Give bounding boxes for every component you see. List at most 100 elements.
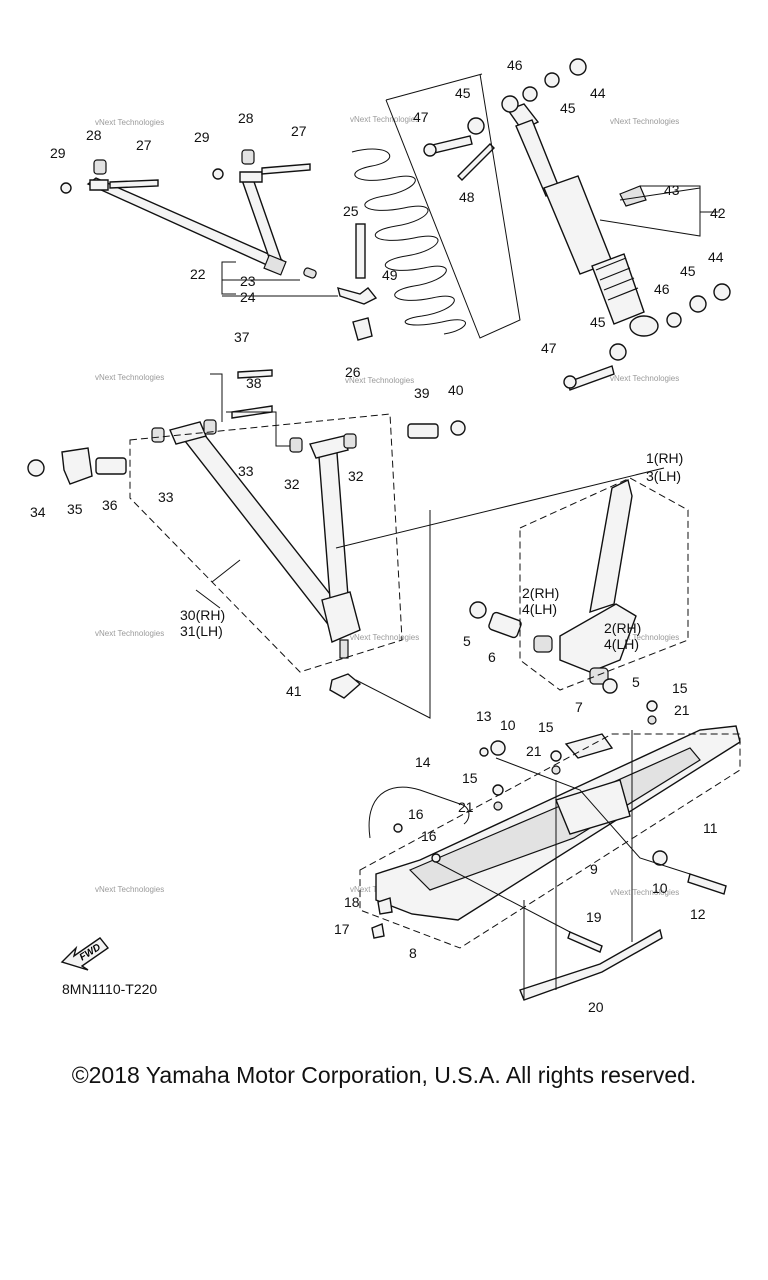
callout-20: 20 xyxy=(588,999,604,1015)
watermark-text: vNext Technologies xyxy=(95,373,164,382)
callout-29: 29 xyxy=(194,129,210,145)
callout-45: 45 xyxy=(680,263,696,279)
watermark-text: vNext Technologies xyxy=(95,629,164,638)
washer-21 xyxy=(493,801,503,811)
leader-42-43 xyxy=(599,185,720,237)
shock-spring-seat xyxy=(591,253,645,325)
upper-a-arm-assembly xyxy=(60,149,378,341)
saddle-cushion-7 xyxy=(564,733,614,759)
callout-44: 44 xyxy=(708,249,724,265)
nut-29 xyxy=(212,168,224,180)
callout-21: 21 xyxy=(674,702,690,718)
callout-4: 4(LH) xyxy=(522,601,557,617)
nut-40 xyxy=(450,420,466,436)
callout-23: 23 xyxy=(240,273,256,289)
fwd-arrow-icon xyxy=(60,937,110,971)
nut-15 xyxy=(646,700,658,712)
pin-48 xyxy=(457,143,495,181)
bolt-19 xyxy=(567,931,603,953)
screw-17 xyxy=(371,923,385,939)
leader-37-38 xyxy=(210,373,290,447)
collar-45 xyxy=(467,117,485,135)
callout-47: 47 xyxy=(541,340,557,356)
callout-10: 10 xyxy=(652,880,668,896)
callout-40: 40 xyxy=(448,382,464,398)
callout-15: 15 xyxy=(538,719,554,735)
nut-41 xyxy=(329,673,362,699)
ski-leader-lines xyxy=(435,730,691,1000)
ski-saddle-9 xyxy=(555,779,631,835)
ski-group-outline xyxy=(359,733,741,949)
bushing-32 xyxy=(289,437,303,453)
washer-5 xyxy=(602,678,618,694)
callout-11: 11 xyxy=(703,820,718,836)
callout-12: 12 xyxy=(690,906,706,922)
spindle-body xyxy=(559,603,637,673)
callout-7: 7 xyxy=(575,699,583,715)
callout-16: 16 xyxy=(421,828,437,844)
bolt-27 xyxy=(109,179,159,189)
callout-31: 31(LH) xyxy=(180,623,223,639)
shock-group-outline xyxy=(385,73,521,339)
bushing-2-4 xyxy=(533,635,553,653)
bushing-32 xyxy=(343,433,357,449)
callout-14: 14 xyxy=(415,754,431,770)
ski-loop-14 xyxy=(368,786,470,839)
spindle-leader-lines xyxy=(335,467,665,719)
callout-37: 37 xyxy=(234,329,250,345)
callout-10: 10 xyxy=(500,717,516,733)
leader-22-23-24 xyxy=(221,261,338,297)
washer-5 xyxy=(469,601,487,619)
lower-arm-spindle-mount xyxy=(321,591,361,643)
callout-25: 25 xyxy=(343,203,359,219)
nut-29 xyxy=(60,182,72,194)
shock-label-43 xyxy=(619,185,647,207)
washer-21 xyxy=(551,765,561,775)
callout-45: 45 xyxy=(560,100,576,116)
washer-10 xyxy=(652,850,668,866)
rod-end-24 xyxy=(337,287,378,305)
watermark-text: vNext Technologies xyxy=(610,633,679,642)
shock-lower-eye xyxy=(629,315,659,337)
callout-34: 34 xyxy=(30,504,46,520)
callout-18: 18 xyxy=(344,894,360,910)
collar-45 xyxy=(609,343,627,361)
nut-16 xyxy=(431,853,441,863)
nut-44 xyxy=(569,58,587,76)
callout-43: 43 xyxy=(664,182,680,198)
washer-10 xyxy=(490,740,506,756)
collar-45 xyxy=(522,86,538,102)
watermark-text: vNext Technologies xyxy=(95,118,164,127)
watermark-text: vNext Technologies xyxy=(350,633,419,642)
shock-absorber-42 xyxy=(423,58,731,391)
collar-36 xyxy=(95,457,127,475)
callout-2: 2(RH) xyxy=(604,620,641,636)
shock-body xyxy=(543,175,613,275)
bolt-37 xyxy=(237,369,273,379)
nut-13 xyxy=(479,747,489,757)
callout-1: 1(RH) xyxy=(646,450,683,466)
lower-arm-rear-pivot xyxy=(309,435,349,459)
callout-42: 42 xyxy=(710,205,726,221)
callout-labels: 1(RH) 3(LH) 2(RH) 4(LH) 2(RH) 4(LH) 5 5 … xyxy=(30,57,726,1015)
callout-33: 33 xyxy=(158,489,174,505)
callout-49: 49 xyxy=(382,267,398,283)
watermark-text: vNext Technologies xyxy=(610,374,679,383)
callout-15: 15 xyxy=(462,770,478,786)
coil-spring-49 xyxy=(351,148,466,335)
callout-32: 32 xyxy=(284,476,300,492)
bolt-47-head xyxy=(563,375,577,389)
callout-21: 21 xyxy=(458,799,474,815)
washer-21 xyxy=(647,715,657,725)
upper-arm-bracket-front xyxy=(89,179,109,191)
watermark-text: vNext Technologies xyxy=(610,117,679,126)
spacer-46 xyxy=(501,95,519,113)
upper-arm-bracket-rear xyxy=(239,171,263,183)
bushing-2-4 xyxy=(589,667,609,685)
callout-30: 30(RH) xyxy=(180,607,225,623)
bushing-28 xyxy=(93,159,107,175)
collar-26 xyxy=(352,317,373,341)
callout-36: 36 xyxy=(102,497,118,513)
spacer-46 xyxy=(666,312,682,328)
callout-22: 22 xyxy=(190,266,206,282)
